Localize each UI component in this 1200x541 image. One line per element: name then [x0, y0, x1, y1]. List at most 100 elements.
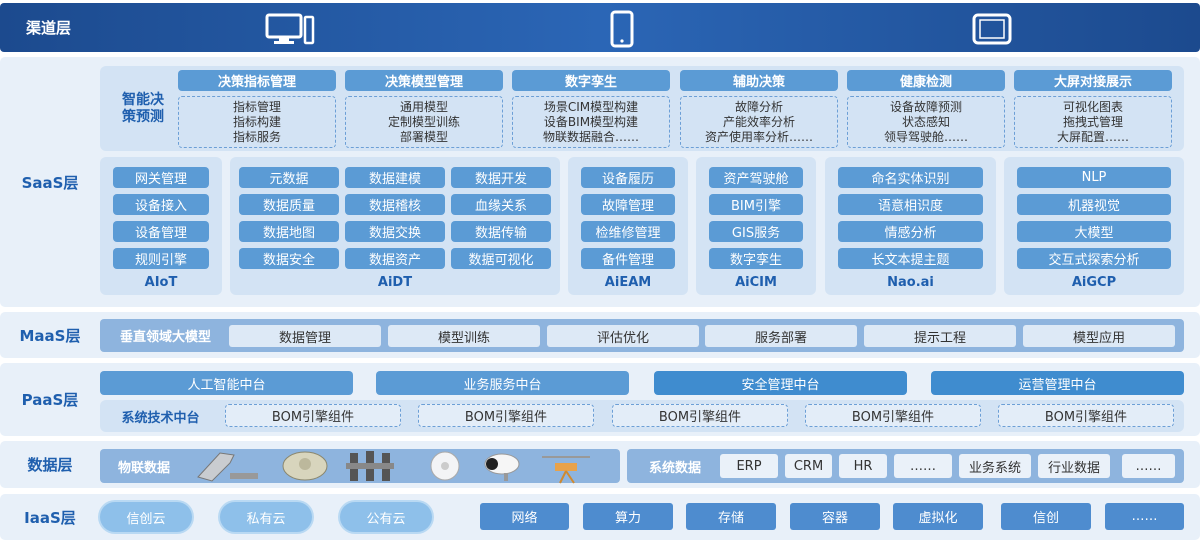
iaas-item[interactable]: 虚拟化: [893, 503, 983, 530]
system-data-item[interactable]: ERP: [720, 454, 778, 478]
product-module[interactable]: 数字孪生: [709, 248, 803, 269]
bom-engine-component[interactable]: BOM引擎组件: [225, 404, 401, 427]
clamp-icon: [346, 451, 394, 481]
product-module[interactable]: 血缘关系: [451, 194, 551, 215]
system-data-item[interactable]: CRM: [785, 454, 832, 478]
phone-icon: [610, 10, 634, 48]
decision-header[interactable]: 大屏对接展示: [1014, 70, 1172, 91]
decision-detail-item: 领导驾驶舱……: [883, 129, 968, 144]
product-module[interactable]: 数据稽核: [345, 194, 445, 215]
product-module[interactable]: 检维修管理: [581, 221, 675, 242]
decision-detail-item: 可视化图表: [1062, 99, 1123, 114]
product-module[interactable]: 大模型: [1017, 221, 1171, 242]
system-data-item[interactable]: 业务系统: [959, 454, 1031, 478]
maas-item[interactable]: 服务部署: [705, 325, 857, 347]
iaas-item[interactable]: 存储: [686, 503, 776, 530]
iaas-item[interactable]: ……: [1105, 503, 1184, 530]
decision-detail-item: 指标服务: [232, 129, 281, 144]
decision-header[interactable]: 健康检测: [847, 70, 1005, 91]
product-name: AiGCP: [1071, 274, 1117, 290]
product-module[interactable]: 数据可视化: [451, 248, 551, 269]
bom-engine-component[interactable]: BOM引擎组件: [805, 404, 981, 427]
drone-icon: [542, 456, 590, 484]
product-module[interactable]: 数据建模: [345, 167, 445, 188]
maas-item[interactable]: 模型应用: [1023, 325, 1175, 347]
decision-header[interactable]: 辅助决策: [680, 70, 838, 91]
system-data-label: 系统数据: [648, 460, 701, 476]
bom-engine-component[interactable]: BOM引擎组件: [612, 404, 788, 427]
product-module[interactable]: 设备管理: [113, 221, 209, 242]
product-module[interactable]: 故障管理: [581, 194, 675, 215]
maas-item[interactable]: 评估优化: [547, 325, 699, 347]
product-module[interactable]: 备件管理: [581, 248, 675, 269]
cloud-0[interactable]: 信创云: [100, 502, 192, 532]
cloud-2[interactable]: 公有云: [340, 502, 432, 532]
maas-item[interactable]: 模型训练: [388, 325, 540, 347]
paas-center[interactable]: 运营管理中台: [931, 371, 1184, 395]
bom-engine-component[interactable]: BOM引擎组件: [418, 404, 594, 427]
product-module[interactable]: 语意相识度: [838, 194, 983, 215]
product-module[interactable]: 设备履历: [581, 167, 675, 188]
system-data-item[interactable]: HR: [839, 454, 887, 478]
decision-header[interactable]: 决策指标管理: [178, 70, 336, 91]
product-module[interactable]: 长文本提主题: [838, 248, 983, 269]
product-module[interactable]: 数据质量: [239, 194, 339, 215]
product-module[interactable]: 命名实体识别: [838, 167, 983, 188]
paas-center[interactable]: 安全管理中台: [654, 371, 907, 395]
load-cell-icon: [282, 451, 328, 481]
cloud-1[interactable]: 私有云: [220, 502, 312, 532]
desktop-icon: [265, 13, 315, 45]
product-module[interactable]: BIM引擎: [709, 194, 803, 215]
product-module[interactable]: 情感分析: [838, 221, 983, 242]
product-module[interactable]: 交互式探索分析: [1017, 248, 1171, 269]
decision-detail-item: 拖拽式管理: [1062, 114, 1123, 129]
product-name: AIoT: [144, 274, 178, 290]
paas-center[interactable]: 业务服务中台: [376, 371, 629, 395]
paas-layer-label: PaaS层: [21, 391, 79, 409]
product-module[interactable]: 网关管理: [113, 167, 209, 188]
decision-detail-item: 场景CIM模型构建: [543, 99, 639, 114]
bom-engine-component[interactable]: BOM引擎组件: [998, 404, 1174, 427]
iaas-item[interactable]: 网络: [480, 503, 569, 530]
product-module[interactable]: 设备接入: [113, 194, 209, 215]
tablet-icon: [972, 13, 1012, 45]
decision-detail-item: 产能效率分析: [722, 114, 795, 129]
product-module[interactable]: 数据资产: [345, 248, 445, 269]
system-data-item[interactable]: ……: [1122, 454, 1175, 478]
decision-detail-item: 资产使用率分析……: [704, 129, 813, 144]
product-module[interactable]: 数据安全: [239, 248, 339, 269]
iaas-item[interactable]: 容器: [790, 503, 880, 530]
product-module[interactable]: 数据传输: [451, 221, 551, 242]
paas-center[interactable]: 人工智能中台: [100, 371, 353, 395]
product-module[interactable]: NLP: [1017, 167, 1171, 188]
maas-item[interactable]: 数据管理: [229, 325, 381, 347]
product-module[interactable]: 数据交换: [345, 221, 445, 242]
decision-detail-item: 定制模型训练: [387, 114, 460, 129]
decision-detail-box: 可视化图表拖拽式管理大屏配置……: [1014, 96, 1172, 148]
product-module[interactable]: 规则引擎: [113, 248, 209, 269]
decision-detail-box: 指标管理指标构建指标服务: [178, 96, 336, 148]
decision-detail-box: 场景CIM模型构建设备BIM模型构建物联数据融合……: [512, 96, 670, 148]
decision-header[interactable]: 数字孪生: [512, 70, 670, 91]
maas-layer-label: MaaS层: [19, 326, 81, 345]
decision-detail-item: 物联数据融合……: [542, 129, 639, 144]
maas-item[interactable]: 提示工程: [864, 325, 1016, 347]
system-data-item[interactable]: ……: [894, 454, 952, 478]
decision-detail-box: 通用模型定制模型训练部署模型: [345, 96, 503, 148]
system-data-item[interactable]: 行业数据: [1038, 454, 1110, 478]
decision-header[interactable]: 决策模型管理: [345, 70, 503, 91]
decision-detail-item: 指标构建: [232, 114, 281, 129]
iaas-item[interactable]: 信创: [1001, 503, 1091, 530]
product-module[interactable]: 资产驾驶舱: [709, 167, 803, 188]
product-module[interactable]: 数据地图: [239, 221, 339, 242]
data-layer-label: 数据层: [27, 456, 73, 474]
product-module[interactable]: 机器视觉: [1017, 194, 1171, 215]
scanner-icon: [197, 452, 258, 482]
product-name: Nao.ai: [887, 274, 934, 290]
iaas-item[interactable]: 算力: [583, 503, 673, 530]
product-name: AiEAM: [604, 274, 652, 290]
product-module[interactable]: GIS服务: [709, 221, 803, 242]
decision-detail-item: 状态感知: [901, 114, 950, 129]
product-module[interactable]: 元数据: [239, 167, 339, 188]
product-module[interactable]: 数据开发: [451, 167, 551, 188]
